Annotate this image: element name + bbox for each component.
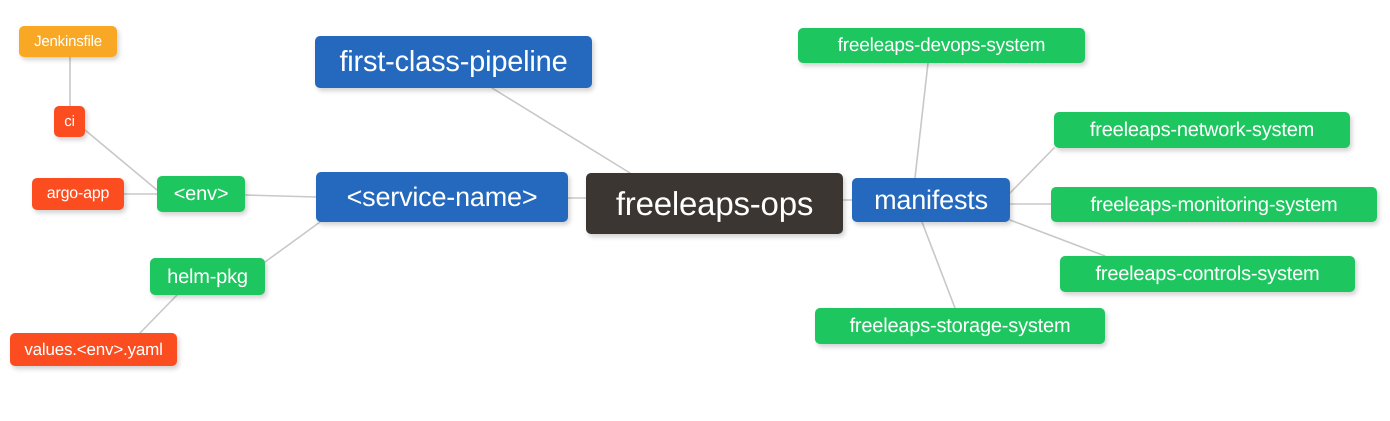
node-freeleaps-devops-system[interactable]: freeleaps-devops-system	[798, 28, 1085, 63]
node-label-manifests: manifests	[874, 184, 988, 215]
edge-env-to-service-name	[244, 194, 317, 198]
node-jenkinsfile[interactable]: Jenkinsfile	[19, 26, 117, 57]
node-label-freeleaps-network-system: freeleaps-network-system	[1089, 119, 1315, 141]
node-env[interactable]: <env>	[157, 176, 245, 212]
node-service-name[interactable]: <service-name>	[316, 172, 568, 222]
node-label-env: <env>	[173, 183, 229, 205]
node-label-argo-app: argo-app	[46, 185, 110, 202]
node-manifests[interactable]: manifests	[852, 178, 1010, 222]
node-label-first-class-pipeline: first-class-pipeline	[339, 45, 568, 78]
node-label-freeleaps-monitoring-system: freeleaps-monitoring-system	[1090, 193, 1338, 216]
node-label-freeleaps-devops-system: freeleaps-devops-system	[837, 35, 1046, 56]
edge-helm-pkg-to-values-yaml	[139, 294, 178, 334]
edge-service-name-to-helm-pkg	[264, 221, 321, 263]
node-freeleaps-ops[interactable]: freeleaps-ops	[586, 173, 843, 234]
edge-manifests-to-freeleaps-storage-system	[921, 221, 956, 309]
node-freeleaps-storage-system[interactable]: freeleaps-storage-system	[815, 308, 1105, 344]
node-label-jenkinsfile: Jenkinsfile	[34, 33, 102, 50]
node-freeleaps-controls-system[interactable]: freeleaps-controls-system	[1060, 256, 1355, 292]
node-label-freeleaps-ops: freeleaps-ops	[615, 185, 814, 222]
node-first-class-pipeline[interactable]: first-class-pipeline	[315, 36, 592, 88]
node-argo-app[interactable]: argo-app	[32, 178, 124, 210]
edge-manifests-to-freeleaps-network-system	[1009, 147, 1055, 194]
edge-first-class-pipeline-to-freeleaps-ops	[491, 87, 631, 174]
node-helm-pkg[interactable]: helm-pkg	[150, 258, 265, 295]
node-freeleaps-monitoring-system[interactable]: freeleaps-monitoring-system	[1051, 187, 1377, 222]
node-label-ci: ci	[64, 113, 75, 130]
node-label-helm-pkg: helm-pkg	[167, 265, 248, 288]
node-freeleaps-network-system[interactable]: freeleaps-network-system	[1054, 112, 1350, 148]
node-label-service-name: <service-name>	[346, 181, 538, 212]
node-label-values-yaml: values.<env>.yaml	[24, 340, 163, 359]
node-values-yaml[interactable]: values.<env>.yaml	[10, 333, 177, 366]
edge-manifests-to-freeleaps-controls-system	[1009, 219, 1106, 257]
edge-manifests-to-freeleaps-devops-system	[914, 62, 929, 179]
node-ci[interactable]: ci	[54, 106, 85, 137]
node-label-freeleaps-controls-system: freeleaps-controls-system	[1095, 263, 1320, 285]
node-label-freeleaps-storage-system: freeleaps-storage-system	[849, 315, 1071, 337]
